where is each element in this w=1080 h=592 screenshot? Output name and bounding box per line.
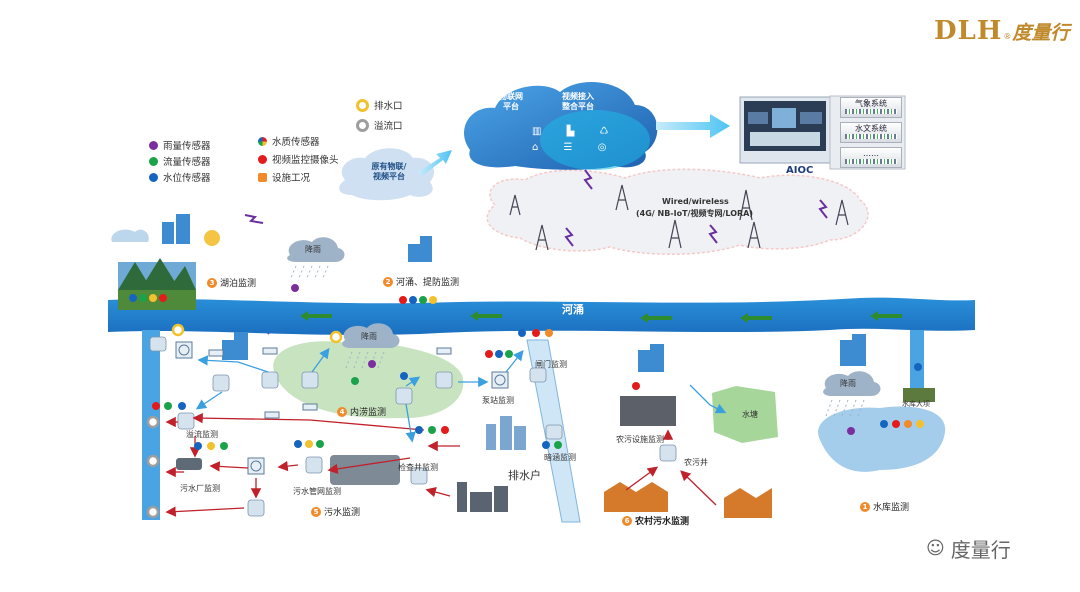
watermark: ☺ 度量行 — [926, 534, 1011, 563]
dam-label: 水库大坝 — [902, 400, 930, 408]
river-label: 河涌 — [562, 303, 584, 316]
system-weather: 气象系统 — [840, 97, 902, 118]
video-platform-label: 视频接入 整合平台 — [562, 92, 594, 111]
inspection-well-label: 检查井监测 — [398, 463, 438, 472]
existing-platform-label: 原有物联/ 视频平台 — [371, 162, 407, 181]
facility-icon — [258, 172, 267, 182]
rain-clouds — [287, 237, 881, 396]
quality-sensor-icon — [258, 136, 267, 146]
network-title: Wired/wireless — [662, 197, 729, 206]
river-flow-arrows — [300, 311, 902, 323]
wwtp-label: 污水厂监测 — [180, 484, 220, 493]
arrow-to-aioc — [656, 114, 730, 138]
home-icon: ⌂ — [532, 142, 539, 153]
network-subtitle: (4G/ NB-IoT/视频专网/LORA) — [636, 209, 754, 218]
brand-logo-cn: 度量行 — [1012, 22, 1070, 44]
arrow-to-cloud — [418, 150, 452, 176]
sensor-tanks — [149, 336, 677, 517]
legend-outlet: 排水口 — [356, 98, 403, 112]
level-sensor-icon — [149, 172, 158, 182]
drainage-flow-lines — [195, 347, 727, 443]
legend-rain-sensor: 雨量传感器 — [149, 138, 211, 152]
reservoir-inlet — [910, 330, 924, 390]
legend-level-sensor: 水位传感器 — [149, 170, 211, 184]
buildings — [162, 214, 866, 518]
pond-label: 水塘 — [742, 410, 758, 419]
legend-facility: 设施工况 — [258, 170, 310, 184]
legend-flow-sensor: 流量传感器 — [149, 154, 211, 168]
rain-label-reservoir: 降雨 — [840, 379, 856, 388]
factory-icon: ▙ — [566, 126, 575, 137]
culvert-label: 暗涵监测 — [544, 453, 576, 462]
pump-label: 泵站监测 — [482, 396, 514, 405]
legend-quality-sensor: 水质传感器 — [258, 134, 320, 148]
outfall-label: 溢流监测 — [186, 430, 218, 439]
rain-label-river: 降雨 — [305, 245, 321, 254]
watermark-text: 度量行 — [950, 538, 1011, 562]
camera-icon — [258, 154, 267, 164]
existing-platform-cloud — [339, 148, 434, 201]
overflow-ring-icon — [356, 118, 369, 132]
outlet-ring-icon — [356, 98, 369, 112]
gate-label: 闸门监测 — [535, 360, 567, 369]
lake-scene — [111, 229, 220, 310]
system-more: …… — [840, 147, 902, 168]
legend-camera: 视频监控摄像头 — [258, 152, 339, 166]
dam — [903, 388, 935, 402]
gauge-icon: ◎ — [597, 142, 607, 153]
aioc-label: AIOC — [786, 165, 814, 176]
sensor-dots — [129, 284, 924, 450]
reservoir-lake — [818, 406, 946, 472]
rural-facility-label: 农污设施监测 — [616, 435, 664, 444]
brand-logo: DLH ® 度量行 — [934, 16, 1069, 46]
rain-label-waterlogging: 降雨 — [361, 332, 377, 341]
registered-mark: ® — [1003, 32, 1012, 41]
discharger-label: 排水户 — [508, 469, 541, 482]
river — [108, 297, 975, 335]
server-icon: ☰ — [563, 142, 573, 153]
platform-icons: ▥ ▙ ♺ ⌂ ☰ ◎ — [532, 124, 622, 156]
outlet-rings — [146, 323, 343, 519]
pipe-net-label: 污水管网监测 — [293, 487, 341, 496]
brand-logo-text: DLH — [934, 16, 1003, 46]
pump-icons — [175, 341, 509, 475]
building-icon: ▥ — [532, 126, 542, 137]
iot-platform-label: 物联网 平台 — [499, 92, 523, 111]
wechat-icon: ☺ — [926, 538, 945, 559]
rural-well-label: 农污井 — [684, 458, 708, 467]
flow-sensor-icon — [149, 156, 158, 166]
rain-sensor-icon — [149, 140, 158, 150]
pond-area — [712, 386, 778, 443]
system-hydrology: 水文系统 — [840, 122, 902, 143]
recycle-icon: ♺ — [599, 126, 609, 137]
legend-overflow: 溢流口 — [356, 118, 403, 132]
